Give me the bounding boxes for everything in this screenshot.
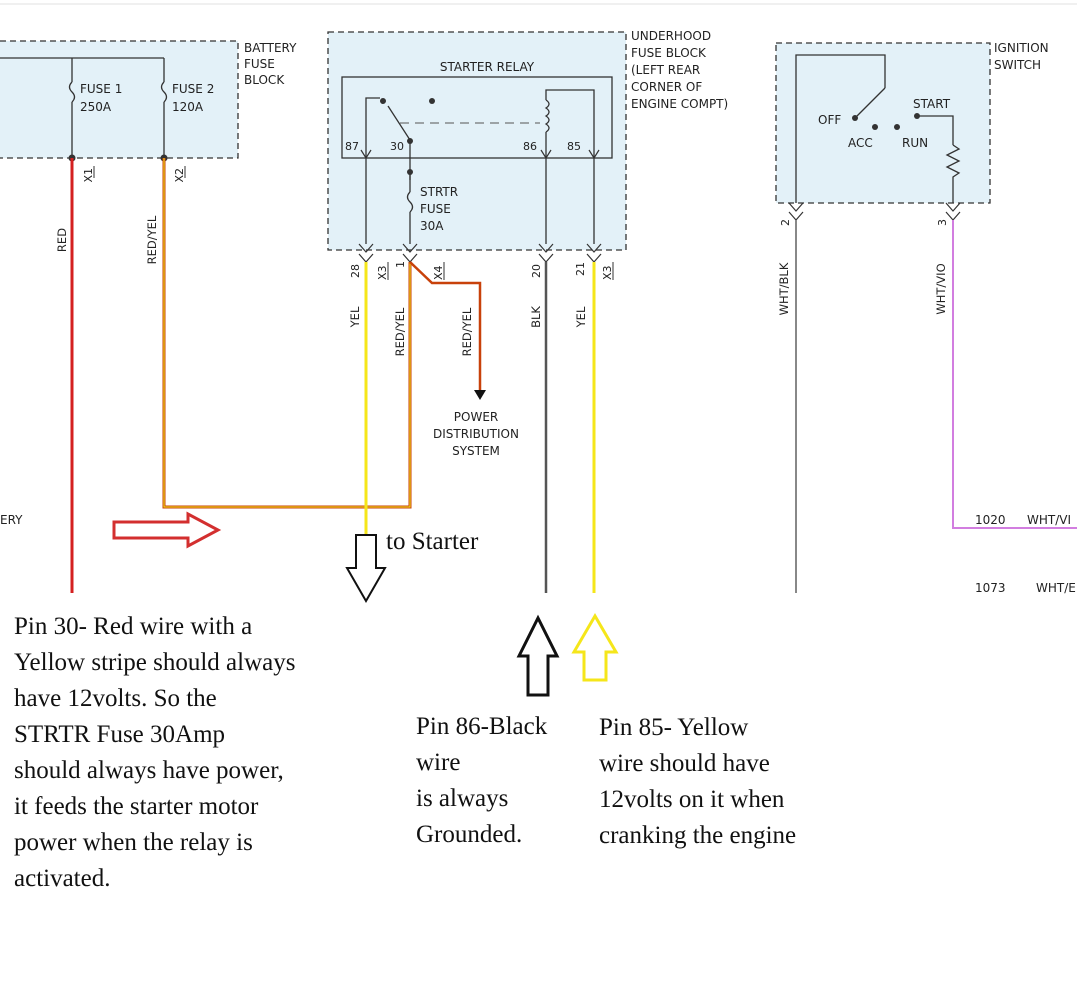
battery-fuse-block-title-1: BATTERY (244, 41, 297, 55)
connector-x2-label: X2 (173, 168, 186, 183)
conn-x3-label-b: X3 (601, 265, 614, 280)
power-distribution-line-2: DISTRIBUTION (433, 427, 519, 441)
wires (70, 158, 1077, 593)
wire-label-yel-right: YEL (574, 306, 588, 328)
pin86-line-3: is always (416, 785, 509, 812)
wire-label-yel-left: YEL (348, 306, 362, 328)
wire-labels: RED RED/YEL YEL RED/YEL RED/YEL BLK YEL … (55, 215, 948, 356)
relay-pin-85: 85 (567, 140, 581, 153)
circuit-1020-number: 1020 (975, 513, 1006, 527)
wire-label-wht-blk: WHT/BLK (777, 262, 791, 315)
strtr-fuse-label-3: 30A (420, 219, 444, 233)
starter-relay: STARTER RELAY 87 30 86 85 (341, 60, 613, 160)
underhood-title-5: ENGINE COMPT) (631, 97, 728, 111)
relay-coil-icon (544, 99, 550, 133)
ignition-pos-acc: ACC (848, 136, 873, 150)
pin85-line-4: cranking the engine (599, 822, 797, 849)
wire-label-wht-vio: WHT/VIO (934, 263, 948, 314)
relay-contact-arm (387, 105, 411, 141)
conn-pin-1: 1 (394, 261, 407, 268)
red-yel-wire-stripe (163, 158, 411, 508)
underhood-fuse-block: UNDERHOOD FUSE BLOCK (LEFT REAR CORNER O… (327, 29, 728, 280)
ignition-switch: IGNITION SWITCH OFF ACC RUN START 2 3 (775, 41, 1049, 226)
wire-label-red-yel-left: RED/YEL (145, 215, 159, 264)
ignition-switch-title-1: IGNITION (994, 41, 1049, 55)
ignition-pin-2: 2 (779, 219, 792, 226)
power-distribution-arrow-icon (474, 390, 486, 400)
conn-x4-label: X4 (432, 265, 445, 280)
pin30-line-2: Yellow stripe should always (14, 649, 296, 676)
battery-fuse-block: BATTERY FUSE BLOCK FUSE 1 250A FUSE 2 12… (0, 40, 297, 183)
down-arrow-to-starter-icon (345, 534, 387, 604)
ignition-resistor-icon (945, 144, 961, 190)
circuit-1073-wire: WHT/E (1036, 581, 1076, 595)
pin85-line-3: 12volts on it when (599, 786, 785, 813)
underhood-title-4: CORNER OF (631, 80, 702, 94)
pin30-line-4: STRTR Fuse 30Amp (14, 721, 226, 748)
pin30-line-5: should always have power, (14, 757, 284, 784)
ignition-pos-start: START (913, 97, 951, 111)
fuse1-label: FUSE 1 (80, 82, 122, 96)
strtr-fuse-label-2: FUSE (420, 202, 451, 216)
pin86-line-2: wire (416, 749, 461, 776)
to-starter-label: to Starter (386, 528, 479, 555)
relay-pin-87: 87 (345, 140, 359, 153)
fuse2-label: FUSE 2 (172, 82, 214, 96)
pin30-line-3: have 12volts. So the (14, 685, 217, 712)
conn-x3-label-a: X3 (376, 265, 389, 280)
strtr-fuse-icon (406, 191, 414, 213)
fuse2-rating: 120A (172, 100, 204, 114)
power-distribution-line-1: POWER (454, 410, 498, 424)
starter-relay-title: STARTER RELAY (440, 60, 535, 74)
battery-cut-label: ERY (0, 513, 23, 527)
relay-pin-86: 86 (523, 140, 537, 153)
pin85-annotation: Pin 85- Yellow wire should have 12volts … (599, 710, 796, 854)
ignition-switch-title-2: SWITCH (994, 58, 1041, 72)
circuit-1020-wire: WHT/VI (1027, 513, 1071, 527)
underhood-title-1: UNDERHOOD (631, 29, 711, 43)
power-distribution-label: POWER DISTRIBUTION SYSTEM (433, 410, 519, 458)
ignition-pos-run: RUN (902, 136, 928, 150)
ignition-pos-off: OFF (818, 113, 841, 127)
pin86-line-1: Pin 86-Black (416, 713, 548, 740)
black-up-arrow-icon (516, 614, 560, 697)
wire-label-red: RED (55, 228, 69, 252)
ignition-switch-arm (856, 87, 886, 117)
fuse2-icon (160, 81, 168, 103)
power-distribution-line-3: SYSTEM (452, 444, 500, 458)
pin30-line-1: Pin 30- Red wire with a (14, 613, 253, 640)
red-yel-branch-wire (409, 261, 482, 390)
connector-x1-label: X1 (82, 168, 95, 183)
battery-fuse-block-title-3: BLOCK (244, 73, 285, 87)
underhood-title-2: FUSE BLOCK (631, 46, 707, 60)
pin30-line-7: power when the relay is (14, 829, 253, 856)
relay-pin-30: 30 (390, 140, 404, 153)
fuse1-rating: 250A (80, 100, 112, 114)
conn-pin-20: 20 (530, 264, 543, 278)
battery-fuse-block-title-2: FUSE (244, 57, 275, 71)
red-right-arrow-icon (112, 511, 222, 549)
circuit-1073-number: 1073 (975, 581, 1006, 595)
pin30-line-6: it feeds the starter motor (14, 793, 259, 820)
conn-pin-28: 28 (349, 264, 362, 278)
pin85-line-2: wire should have (599, 750, 770, 777)
wire-label-blk: BLK (529, 306, 543, 328)
pin86-line-4: Grounded. (416, 821, 523, 848)
underhood-title-3: (LEFT REAR (631, 63, 700, 77)
fuse1-icon (68, 81, 76, 103)
ignition-pin-3: 3 (936, 219, 949, 226)
pin86-annotation: Pin 86-Black wire is always Grounded. (416, 709, 547, 853)
pin85-line-1: Pin 85- Yellow (599, 714, 749, 741)
wire-label-red-yel-mid: RED/YEL (393, 307, 407, 356)
yellow-up-arrow-icon (571, 613, 619, 682)
conn-pin-21: 21 (574, 262, 587, 276)
wht-vio-wire (952, 220, 1077, 529)
pin30-annotation: Pin 30- Red wire with a Yellow stripe sh… (14, 609, 295, 897)
pin30-line-8: activated. (14, 865, 111, 892)
strtr-fuse-label-1: STRTR (420, 185, 458, 199)
wire-label-red-yel-branch: RED/YEL (460, 307, 474, 356)
